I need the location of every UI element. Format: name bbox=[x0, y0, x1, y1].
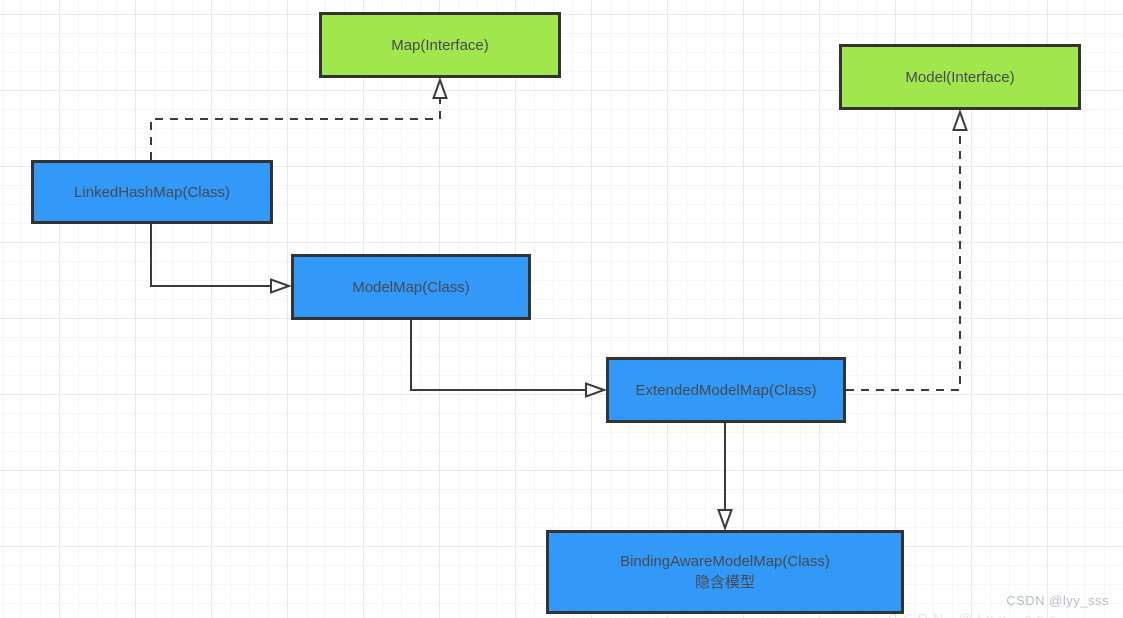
node-label: LinkedHashMap(Class) bbox=[74, 183, 230, 201]
node-label: Map(Interface) bbox=[391, 36, 489, 54]
hollow-arrowhead-right bbox=[270, 278, 292, 294]
node-model-interface[interactable]: Model(Interface) bbox=[839, 44, 1081, 110]
hollow-arrowhead-down bbox=[717, 509, 733, 531]
edge-modelmap-extends-extendedmodelmap[interactable] bbox=[410, 320, 607, 398]
hollow-arrowhead-up bbox=[432, 77, 448, 99]
node-sublabel: 隐含模型 bbox=[694, 574, 755, 591]
node-linkedhashmap-class[interactable]: LinkedHashMap(Class) bbox=[31, 160, 273, 224]
edge-linkedhashmap-extends-modelmap[interactable] bbox=[150, 224, 292, 294]
node-label: ExtendedModelMap(Class) bbox=[635, 381, 817, 399]
edge-extendedmodelmap-extends-bindingawaremodelmap[interactable] bbox=[717, 423, 733, 531]
edge-extendedmodelmap-implements-model[interactable] bbox=[846, 109, 968, 391]
hollow-arrowhead-right bbox=[585, 382, 607, 398]
node-modelmap-class[interactable]: ModelMap(Class) bbox=[291, 254, 531, 320]
node-label: Model(Interface) bbox=[905, 68, 1015, 86]
edge-linkedhashmap-implements-map[interactable] bbox=[150, 77, 448, 160]
node-map-interface[interactable]: Map(Interface) bbox=[319, 12, 561, 78]
node-bindingawaremodelmap-class[interactable]: BindingAwareModelMap(Class) 隐含模型 bbox=[546, 530, 904, 614]
hollow-arrowhead-up bbox=[952, 109, 968, 131]
csdn-watermark: CSDN @lyy_sss bbox=[1006, 593, 1109, 608]
node-extendedmodelmap-class[interactable]: ExtendedModelMap(Class) bbox=[606, 357, 846, 423]
csdn-watermark-cutoff: CSDN @lyy_sss bbox=[888, 611, 1118, 618]
node-label: ModelMap(Class) bbox=[352, 278, 470, 296]
node-label: BindingAwareModelMap(Class) bbox=[620, 553, 830, 570]
